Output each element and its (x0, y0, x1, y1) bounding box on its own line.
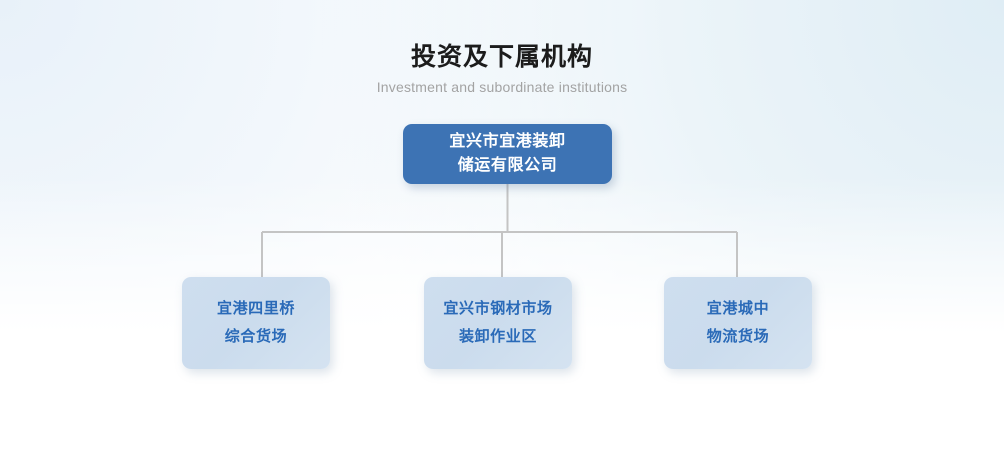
page-title: 投资及下属机构 (410, 43, 593, 71)
org-node-child-0-line-1: 宜港四里桥 (216, 300, 295, 317)
org-node-child-1[interactable]: 宜兴市钢材市场 装卸作业区 (424, 277, 572, 369)
org-node-child-0-line-2: 综合货场 (224, 328, 288, 345)
org-node-child-2-line-1: 宜港城中 (706, 300, 770, 317)
page-subtitle: Investment and subordinate institutions (376, 79, 628, 95)
org-node-child-1-line-2: 装卸作业区 (458, 328, 537, 345)
org-node-child-1-line-1: 宜兴市钢材市场 (443, 300, 553, 317)
page-heading: 投资及下属机构 Investment and subordinate insti… (0, 42, 1004, 95)
org-node-child-2-line-2: 物流货场 (706, 328, 770, 345)
org-node-root-line-2: 储运有限公司 (457, 157, 558, 174)
org-node-child-2[interactable]: 宜港城中 物流货场 (664, 277, 812, 369)
org-node-child-0[interactable]: 宜港四里桥 综合货场 (182, 277, 330, 369)
org-node-root[interactable]: 宜兴市宜港装卸 储运有限公司 (403, 124, 612, 184)
org-node-root-line-1: 宜兴市宜港装卸 (449, 133, 566, 150)
